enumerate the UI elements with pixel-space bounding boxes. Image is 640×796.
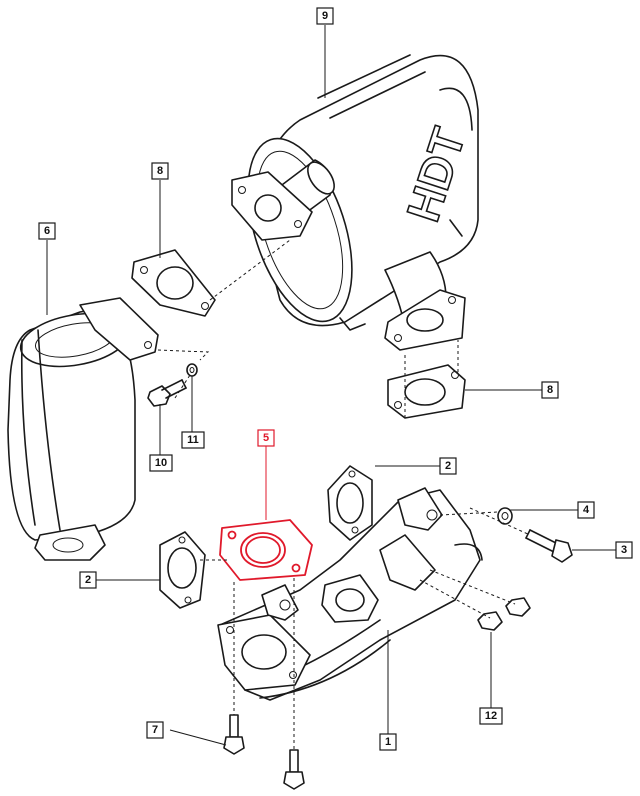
leader-lines (46, 25, 616, 746)
callout-2-right: 2 (439, 457, 457, 475)
callout-8-lower: 8 (541, 381, 559, 399)
callout-5: 5 (257, 429, 275, 447)
svg-text:8: 8 (547, 384, 553, 396)
gasket-5-highlighted[interactable] (219, 519, 313, 581)
muffler-part[interactable]: HDT (228, 54, 479, 351)
gasket-2-right[interactable] (327, 465, 373, 541)
svg-text:2: 2 (445, 460, 451, 472)
callout-6: 6 (38, 222, 56, 240)
callout-4: 4 (577, 501, 595, 519)
svg-text:1: 1 (385, 736, 391, 748)
callout-8-upper: 8 (151, 162, 169, 180)
exhaust-manifold-part[interactable] (217, 487, 483, 701)
svg-text:3: 3 (621, 544, 627, 556)
gasket-8-upper[interactable] (131, 249, 216, 317)
svg-text:10: 10 (155, 457, 167, 469)
washer-11[interactable] (186, 363, 198, 377)
callout-7: 7 (146, 721, 164, 739)
callout-3: 3 (615, 541, 633, 559)
svg-text:11: 11 (187, 434, 199, 446)
svg-text:4: 4 (583, 504, 590, 516)
bolt-12-b[interactable] (477, 611, 503, 631)
catalytic-converter-part[interactable] (7, 297, 159, 561)
bolt-3[interactable] (525, 529, 573, 563)
svg-text:6: 6 (44, 225, 50, 237)
callout-12: 12 (479, 707, 503, 725)
callout-9: 9 (316, 7, 334, 25)
svg-text:2: 2 (85, 574, 91, 586)
bolt-7-right[interactable] (283, 749, 305, 790)
callout-10: 10 (149, 454, 173, 472)
svg-text:5: 5 (263, 432, 269, 444)
callout-1: 1 (379, 733, 397, 751)
bolt-12-a[interactable] (505, 597, 531, 617)
bolt-10[interactable] (147, 379, 187, 407)
callout-2-left: 2 (79, 571, 97, 589)
gasket-8-lower[interactable] (387, 364, 466, 419)
svg-text:8: 8 (157, 165, 163, 177)
gasket-2-left[interactable] (159, 531, 206, 609)
svg-text:7: 7 (152, 724, 158, 736)
svg-text:9: 9 (322, 10, 328, 22)
bolt-7-left[interactable] (223, 714, 245, 755)
svg-text:12: 12 (485, 710, 497, 722)
assembly-lines (157, 239, 531, 750)
callout-11: 11 (181, 431, 205, 449)
washer-4[interactable] (497, 507, 513, 525)
